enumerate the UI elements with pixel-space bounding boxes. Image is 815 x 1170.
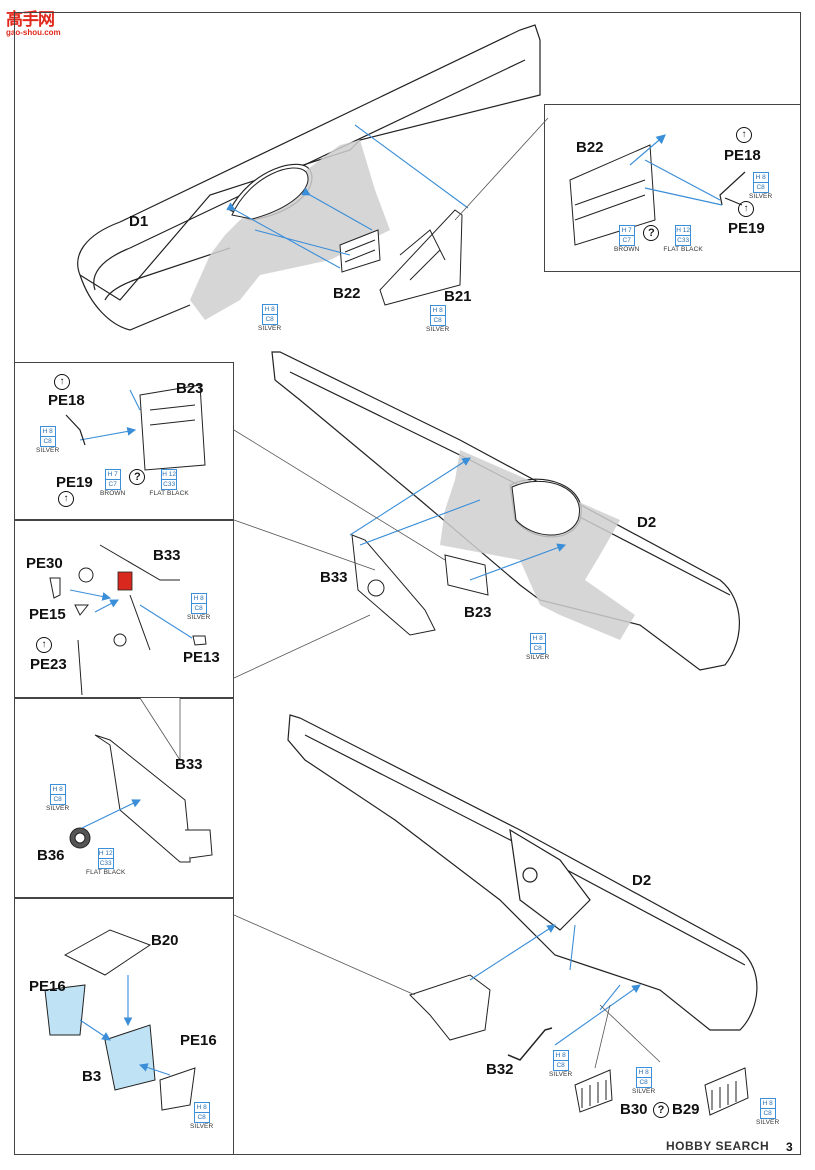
label-b33-b36-box: B33 (175, 756, 203, 773)
label-b21: B21 (444, 288, 472, 305)
paint-callout-pe16-silver: H 8 C8 SILVER (190, 1102, 214, 1130)
detail-box-b23 (14, 362, 234, 520)
part-b22-top (339, 229, 381, 273)
paint-callout-d1-silver: H 8 C8 SILVER (258, 304, 282, 332)
detail-box-b20-b3 (14, 898, 234, 1155)
part-b33-frame (351, 534, 436, 636)
detail-b23-part (139, 384, 206, 471)
optional-question-icon-b30-b29: ? (653, 1102, 669, 1118)
detail-b33-pe-art (49, 544, 207, 696)
d1-highlight-area (190, 140, 390, 320)
label-b33-middle: B33 (320, 569, 348, 586)
optional-question-icon: ? (129, 469, 146, 485)
label-b32: B32 (486, 1061, 514, 1078)
fuselage-half-d2-bottom (287, 714, 758, 1031)
label-d1: D1 (129, 213, 149, 230)
label-pe16-left: PE16 (29, 978, 66, 995)
label-pe18-detail: PE18 (724, 147, 761, 164)
watermark-brand: 高手网 (6, 10, 55, 30)
watermark-url: gao-shou.com (6, 28, 61, 37)
paint-callout-b23-brown-flatblack: H 7 C7 BROWN ? H 12 C33 FLAT BLACK (100, 469, 189, 497)
paint-callout-b21-silver: H 8 C8 SILVER (426, 305, 450, 333)
paint-callout-b30-silver: H 8 C8 SILVER (632, 1067, 656, 1095)
part-b23-mid (444, 554, 489, 596)
label-d2-bottom: D2 (632, 872, 652, 889)
photo-etch-marker-pe19-detail: ↑ (738, 201, 754, 217)
label-pe16-right: PE16 (180, 1032, 217, 1049)
label-b3: B3 (82, 1068, 102, 1085)
pe18-pe19-rods (719, 171, 746, 206)
d1-cockpit-opening (231, 167, 309, 220)
label-b30: B30 (620, 1101, 648, 1118)
detail-box-b33-pe (14, 520, 234, 698)
label-pe18-left: PE18 (48, 392, 85, 409)
paint-callout-b36-flatblack: H 12 C33 FLAT BLACK (86, 848, 126, 876)
label-d2-middle: D2 (637, 514, 657, 531)
label-pe30: PE30 (26, 555, 63, 572)
label-b33-pe-box: B33 (153, 547, 181, 564)
part-b29-bottom (704, 1067, 749, 1116)
detail-b20-b3-art (44, 929, 196, 1111)
detail-b22-part (569, 144, 656, 246)
photo-etch-marker-pe23: ↑ (36, 637, 52, 653)
part-b30-bottom (574, 1069, 613, 1113)
label-b22-detail: B22 (576, 139, 604, 156)
photo-etch-marker-pe18-detail: ↑ (736, 127, 752, 143)
paint-callout-b33-silver: H 8 C8 SILVER (46, 784, 70, 812)
paint-callout-pe13-silver: H 8 C8 SILVER (187, 593, 211, 621)
part-b20-bottom (409, 974, 491, 1041)
label-b23-middle: B23 (464, 604, 492, 621)
page-number: 3 (786, 1140, 793, 1154)
hobby-search-watermark: HOBBY SEARCH (666, 1139, 770, 1153)
label-b20: B20 (151, 932, 179, 949)
detail-b33-b36-art (69, 734, 213, 863)
red-bracket (117, 571, 133, 591)
label-pe19-left: PE19 (56, 474, 93, 491)
label-b23-left: B23 (176, 380, 204, 397)
photo-etch-marker-pe18-left: ↑ (54, 374, 70, 390)
paint-callout-b22-brown-flatblack: H 7 C7 BROWN ? H 12 C33 FLAT BLACK (614, 225, 703, 253)
optional-question-icon: ? (643, 225, 660, 241)
paint-callout-b29-silver: H 8 C8 SILVER (756, 1098, 780, 1126)
label-b22: B22 (333, 285, 361, 302)
d2-highlight-area (440, 450, 635, 640)
label-pe23: PE23 (30, 656, 67, 673)
label-b36: B36 (37, 847, 65, 864)
detail-box-b22 (544, 104, 801, 272)
paint-callout-pe18-left-silver: H 8 C8 SILVER (36, 426, 60, 454)
site-watermark-logo: 高手网 gao-shou.com (6, 5, 76, 45)
label-pe15: PE15 (29, 606, 66, 623)
part-b21-frame (379, 209, 463, 306)
label-b29: B29 (672, 1101, 700, 1118)
photo-etch-marker-pe19-left: ↑ (58, 491, 74, 507)
paint-callout-b32-silver: H 8 C8 SILVER (549, 1050, 573, 1078)
paint-callout-d2-silver: H 8 C8 SILVER (526, 633, 550, 661)
label-pe19-detail: PE19 (728, 220, 765, 237)
paint-callout-pe18-silver: H 8 C8 SILVER (749, 172, 773, 200)
part-b32-rod (507, 1027, 553, 1061)
detail-box-b33-b36 (14, 698, 234, 898)
label-pe13: PE13 (183, 649, 220, 666)
d2-cockpit-opening (511, 480, 580, 536)
pe18-rod-left (65, 414, 86, 446)
